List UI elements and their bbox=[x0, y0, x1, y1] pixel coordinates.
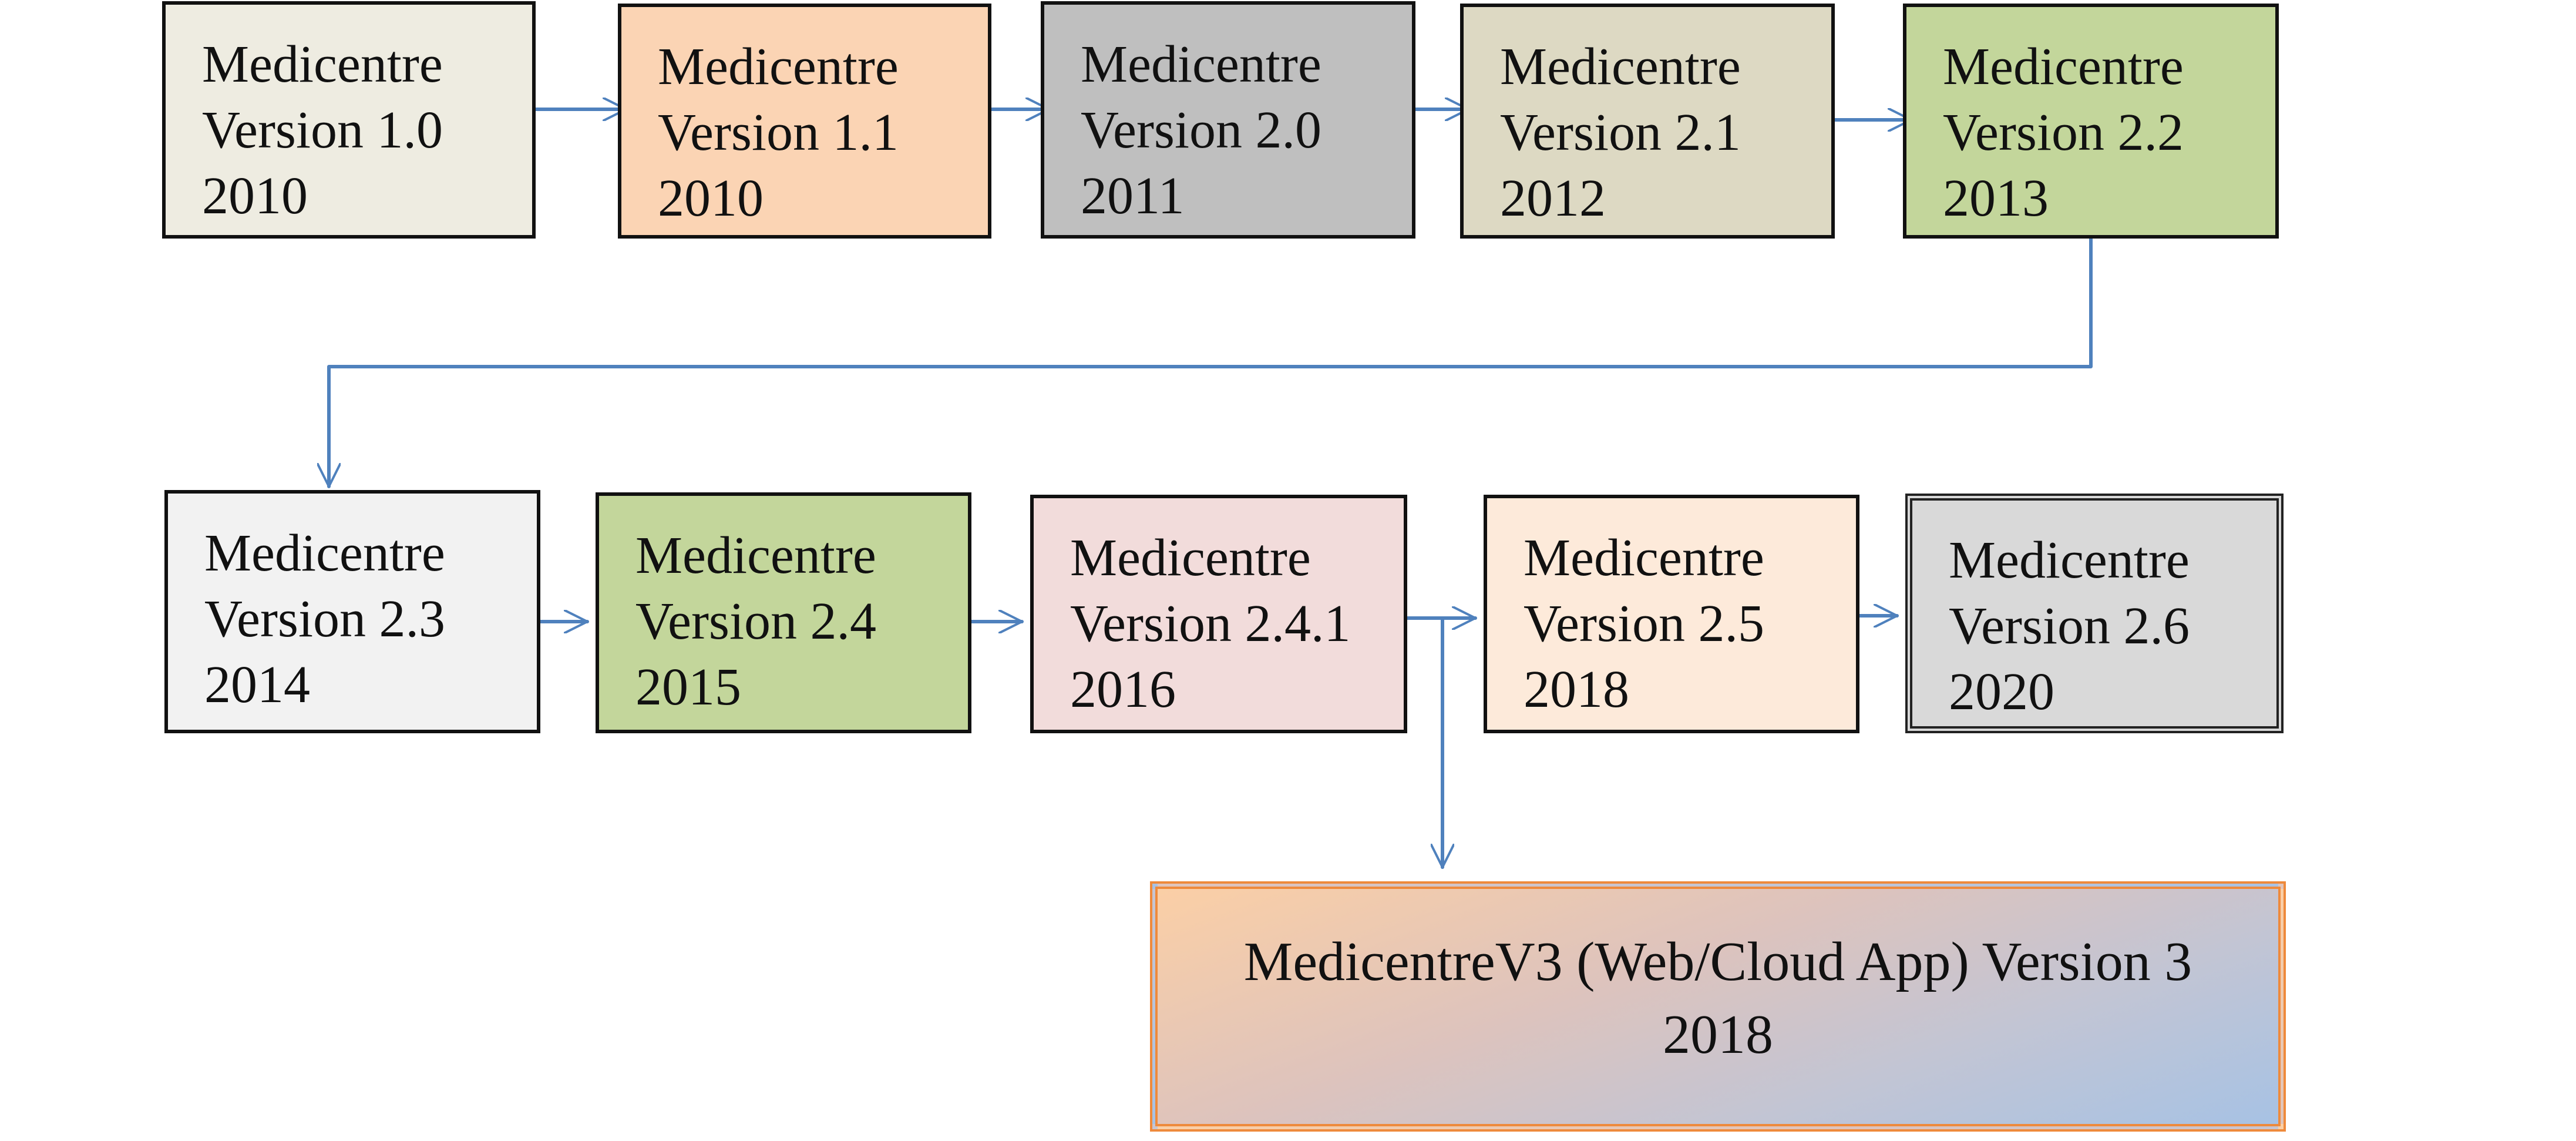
node-name: Medicentre bbox=[204, 524, 445, 582]
node-name: Medicentre bbox=[635, 526, 876, 585]
node-version: Version 2.5 bbox=[1524, 595, 1764, 653]
node-name: Medicentre bbox=[1524, 529, 1764, 587]
node-name: Medicentre bbox=[1943, 38, 2184, 96]
node-version: Version 2.1 bbox=[1500, 103, 1741, 162]
node-version: Version 2.6 bbox=[1949, 597, 2190, 655]
node-version: Version 2.3 bbox=[204, 590, 445, 648]
node-version-1-0: Medicentre Version 1.0 2010 bbox=[162, 1, 536, 239]
node-year: 2013 bbox=[1943, 169, 2049, 227]
node-version-2-6: Medicentre Version 2.6 2020 bbox=[1905, 494, 2284, 733]
node-name: Medicentre bbox=[1949, 531, 2190, 589]
node-version: Version 2.4.1 bbox=[1070, 595, 1351, 653]
node-year: 2015 bbox=[635, 658, 741, 716]
node-version-2-5: Medicentre Version 2.5 2018 bbox=[1484, 495, 1859, 733]
node-version-2-2: Medicentre Version 2.2 2013 bbox=[1903, 4, 2279, 239]
node-name: Medicentre bbox=[202, 35, 443, 93]
node-version-1-1: Medicentre Version 1.1 2010 bbox=[618, 4, 991, 239]
node-version-2-4: Medicentre Version 2.4 2015 bbox=[596, 492, 971, 733]
node-year: 2011 bbox=[1081, 167, 1185, 225]
node-version-2-0: Medicentre Version 2.0 2011 bbox=[1041, 1, 1415, 239]
node-year: 2012 bbox=[1500, 169, 1606, 227]
v3-title: MedicentreV3 (Web/Cloud App) Version 3 bbox=[1243, 931, 2192, 992]
node-year: 2010 bbox=[658, 169, 764, 227]
v3-year: 2018 bbox=[1663, 1004, 1773, 1065]
node-version: Version 2.4 bbox=[635, 592, 876, 650]
node-year: 2016 bbox=[1070, 660, 1176, 719]
node-name: Medicentre bbox=[1500, 38, 1741, 96]
node-name: Medicentre bbox=[658, 38, 899, 96]
connector-v2-2-to-v2-3 bbox=[329, 229, 2093, 488]
node-version-3-web-cloud-app: MedicentreV3 (Web/Cloud App) Version 3 2… bbox=[1150, 881, 2286, 1132]
node-version: Version 2.0 bbox=[1081, 101, 1321, 159]
node-year: 2020 bbox=[1949, 663, 2054, 721]
node-name: Medicentre bbox=[1070, 529, 1311, 587]
node-version-2-3: Medicentre Version 2.3 2014 bbox=[164, 490, 540, 733]
node-version-2-1: Medicentre Version 2.1 2012 bbox=[1460, 4, 1835, 239]
node-version: Version 1.0 bbox=[202, 101, 443, 159]
node-version: Version 1.1 bbox=[658, 103, 899, 162]
node-year: 2014 bbox=[204, 656, 310, 714]
node-version-2-4-1: Medicentre Version 2.4.1 2016 bbox=[1030, 495, 1407, 733]
node-version: Version 2.2 bbox=[1943, 103, 2184, 162]
node-name: Medicentre bbox=[1081, 35, 1321, 93]
node-year: 2018 bbox=[1524, 660, 1629, 719]
node-year: 2010 bbox=[202, 167, 308, 225]
